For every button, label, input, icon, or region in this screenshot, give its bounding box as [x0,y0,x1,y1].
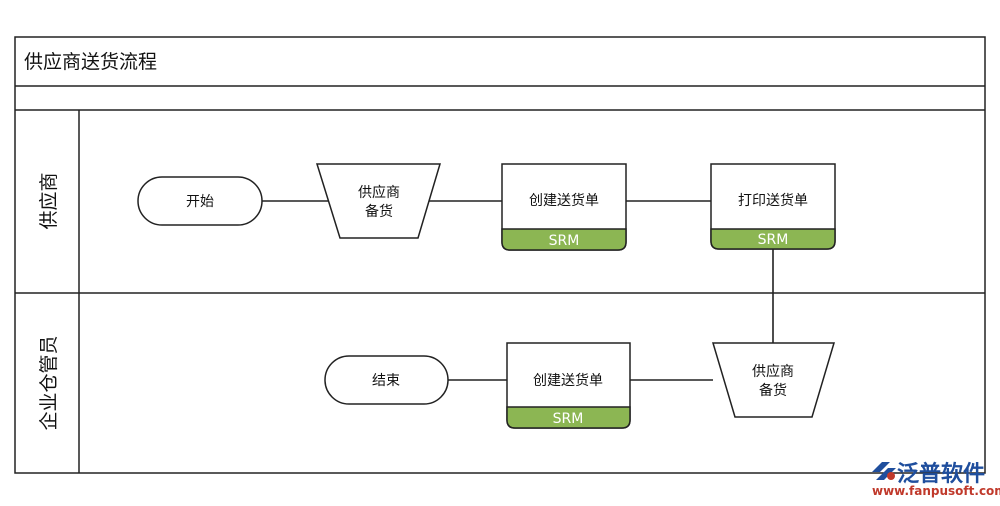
print-delivery-tag: SRM [758,232,789,248]
supplier-stock-bottom-label-line2: 备货 [759,382,787,399]
create-delivery-top-tag-shape [501,228,627,251]
create-delivery-bottom-tag: SRM [553,411,584,427]
watermark-logo: 泛普软件 www.fanpusoft.com [872,461,1000,498]
lane-label-supplier: 供应商 [38,172,60,229]
print-delivery-tag-shape [710,228,836,250]
node-create-delivery-bottom: 创建送货单 SRM [506,342,631,429]
create-delivery-top-label: 创建送货单 [529,192,599,209]
end-label: 结束 [372,373,400,389]
start-shape [137,176,263,226]
node-print-delivery: 打印送货单 SRM [710,163,836,250]
create-delivery-top-tag: SRM [549,233,580,249]
logo-brand-text: 泛普软件 [897,461,985,487]
end-shape [324,355,449,405]
diagram-frame [14,36,986,474]
supplier-stock-bottom-shape [711,342,836,418]
print-delivery-label: 打印送货单 [738,192,808,209]
connectors [262,200,774,381]
node-supplier-stock-bottom: 供应商 备货 [711,342,836,418]
node-end: 结束 [324,355,449,405]
logo-url-text: www.fanpusoft.com [872,484,1000,498]
lane-label-warehouse: 企业仓管员 [38,335,60,430]
supplier-stock-top-label-line2: 备货 [365,203,393,220]
supplier-stock-bottom-label-line1: 供应商 [752,363,794,380]
logo-icon [872,462,896,480]
create-delivery-bottom-tag-shape [506,406,631,429]
node-supplier-stock-top: 供应商 备货 [315,163,442,239]
supplier-stock-top-label-line1: 供应商 [358,184,400,201]
node-start: 开始 [137,176,263,226]
diagram-title: 供应商送货流程 [24,51,157,73]
start-label: 开始 [186,194,214,210]
supplier-stock-top-shape [315,163,442,239]
node-create-delivery-top: 创建送货单 SRM [501,163,627,251]
create-delivery-bottom-label: 创建送货单 [533,372,603,389]
